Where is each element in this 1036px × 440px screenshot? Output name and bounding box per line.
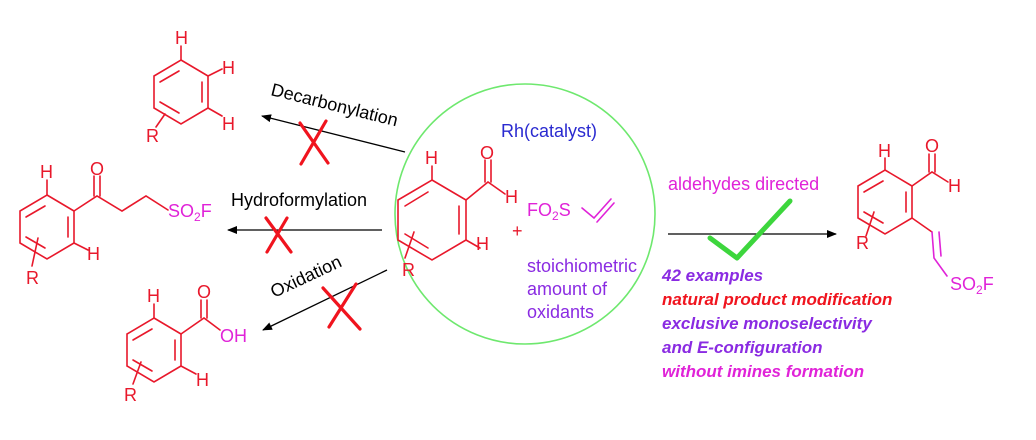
substrate-o: O	[480, 143, 494, 163]
decarb-h-bot: H	[222, 114, 235, 134]
product-sub: 2	[976, 283, 983, 297]
highlights-list: 42 examples natural product modification…	[661, 266, 892, 381]
oxid-oh: OH	[220, 326, 247, 346]
catalyst-circle	[394, 83, 656, 345]
hydroform-o: O	[90, 159, 104, 179]
oxidation-blocked-icon	[321, 282, 362, 331]
decarbonylation-blocked-icon	[298, 119, 330, 166]
product-h-top: H	[878, 141, 891, 161]
success-check-icon	[707, 198, 793, 261]
svg-text:FO2S: FO2S	[527, 200, 571, 223]
highlight-1: 42 examples	[661, 266, 763, 285]
highlight-5: without imines formation	[662, 362, 864, 381]
conditions-line-3: oxidants	[527, 302, 594, 322]
product-f: F	[983, 274, 994, 294]
product-molecule: H O H R SO2F	[856, 136, 994, 297]
substrate-r-group: R	[402, 260, 415, 280]
product-o: O	[925, 136, 939, 156]
hydroform-h-top: H	[40, 162, 53, 182]
oxidation-label: Oxidation	[267, 251, 344, 301]
oxid-h-bot: H	[196, 370, 209, 390]
oxidation-arrow	[262, 269, 388, 331]
reagent-esf: FO2S	[527, 198, 615, 223]
reagent-s: S	[559, 200, 571, 220]
highlight-2: natural product modification	[662, 290, 892, 309]
product-so: SO	[950, 274, 976, 294]
product-h-ald: H	[948, 176, 961, 196]
hydroform-f: F	[201, 201, 212, 221]
plus-sign: +	[512, 221, 523, 241]
hydroform-sub: 2	[194, 210, 201, 224]
reagent-sub: 2	[552, 209, 559, 223]
oxid-h-top: H	[147, 286, 160, 306]
substrate-h-aldehyde: H	[505, 187, 518, 207]
hydroform-so: SO	[168, 201, 194, 221]
decarb-h-top: H	[175, 28, 188, 48]
product-r: R	[856, 233, 869, 253]
hydroformylation-blocked-icon	[264, 216, 293, 254]
svg-text:SO2F: SO2F	[950, 274, 994, 297]
hydroform-r: R	[26, 268, 39, 288]
decarbonylation-product: H H H R	[146, 28, 235, 146]
hydroform-h-bot: H	[87, 244, 100, 264]
substrate-h-top: H	[425, 148, 438, 168]
highlight-4: and E-configuration	[662, 338, 823, 357]
svg-text:SO2F: SO2F	[168, 201, 212, 224]
directing-label: aldehydes directed	[668, 174, 819, 194]
oxid-r: R	[124, 385, 137, 405]
hydroformylation-label: Hydroformylation	[231, 190, 367, 210]
reagent-fo: FO	[527, 200, 552, 220]
conditions-line-1: stoichiometric	[527, 256, 637, 276]
highlight-3: exclusive monoselectivity	[662, 314, 873, 333]
decarb-h-mid: H	[222, 58, 235, 78]
oxid-o: O	[197, 282, 211, 302]
hydroformylation-product: H O SO2F H R	[19, 159, 212, 288]
substrate-h-ortho: H	[476, 234, 489, 254]
substrate-benzaldehyde: H O H H R	[397, 143, 518, 280]
decarbonylation-arrow	[261, 114, 406, 153]
conditions-line-2: amount of	[527, 279, 608, 299]
oxidation-product: H O OH H R	[124, 282, 247, 405]
catalyst-label: Rh(catalyst)	[501, 121, 597, 141]
decarb-r: R	[146, 126, 159, 146]
